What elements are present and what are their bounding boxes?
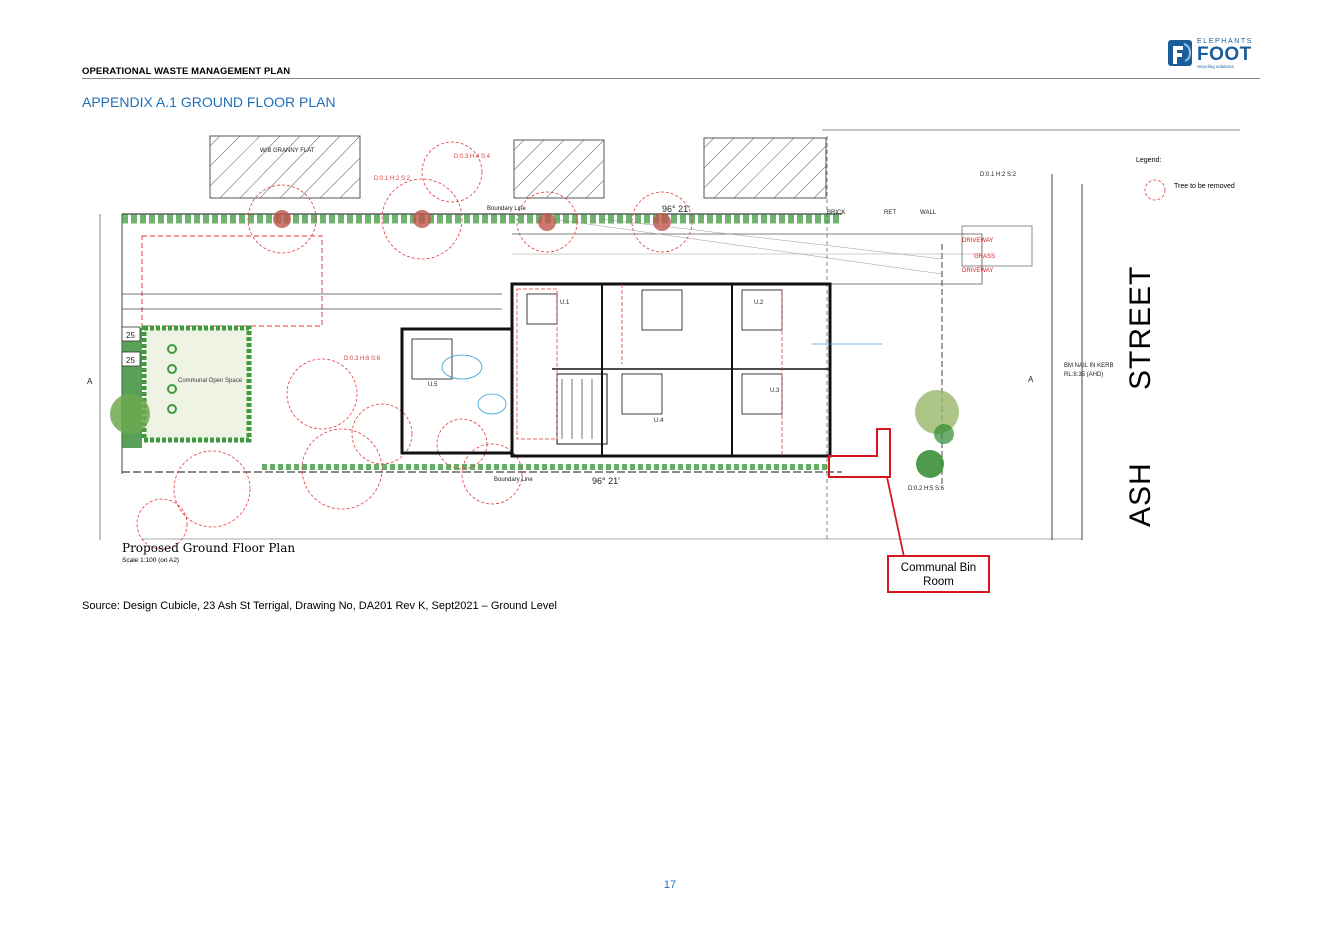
label-u3: U.3 <box>770 388 780 394</box>
plan-labels: W/B GRANNY FLAT Boundary Line Boundary L… <box>87 148 1113 492</box>
source-note: Source: Design Cubicle, 23 Ash St Terrig… <box>82 600 557 612</box>
label-grass: GRASS <box>974 254 995 260</box>
legend-title: Legend: <box>1136 157 1162 164</box>
driveway-area <box>122 218 1033 327</box>
callout-line-1: Communal Bin <box>900 562 977 574</box>
header-divider <box>82 78 1260 79</box>
label-25b: 25 <box>126 356 135 365</box>
communal-bin-room-callout: Communal Bin Room <box>887 555 990 593</box>
label-25a: 25 <box>126 331 135 340</box>
label-brick: BRICK <box>827 210 845 216</box>
label-u2: U.2 <box>754 300 764 306</box>
appendix-title: APPENDIX A.1 GROUND FLOOR PLAN <box>82 94 336 110</box>
legend-item-tree-removal: Tree to be removed <box>1174 183 1235 190</box>
legend-tree-removal-icon <box>1144 179 1166 201</box>
document-header-title: OPERATIONAL WASTE MANAGEMENT PLAN <box>82 66 291 77</box>
label-boundary-top: Boundary Line <box>487 206 526 212</box>
plan-caption: Proposed Ground Floor Plan <box>122 541 296 555</box>
elephants-foot-logo: ELEPHANTS FOOT recycling solutions <box>1167 38 1262 70</box>
communal-bin-room-outline <box>828 428 905 558</box>
site-boundary <box>99 136 1083 540</box>
label-u1: U.1 <box>560 300 570 306</box>
callout-line-2: Room <box>923 576 954 588</box>
label-open-space: Communal Open Space <box>178 378 243 384</box>
label-tree-d5: D:0.1 H:2 S:2 <box>980 172 1017 178</box>
label-tree-d4: D:0.2 H:5 S:6 <box>908 486 945 492</box>
label-granny-flat: W/B GRANNY FLAT <box>260 148 315 154</box>
label-u5: U.5 <box>428 382 438 388</box>
label-bearing-top: 96° 21' <box>662 204 690 214</box>
logo-text-top: ELEPHANTS <box>1197 38 1254 45</box>
ground-floor-plan-drawing: W/B GRANNY FLAT Boundary Line Boundary L… <box>87 129 1240 558</box>
label-tree-d1: D:0.3 H:4 S:4 <box>454 154 491 160</box>
street-name-street: STREET <box>1124 265 1157 390</box>
street-name-ash: ASH <box>1124 462 1157 527</box>
elephant-logo-icon <box>1168 40 1192 66</box>
logo-text-main: FOOT <box>1197 44 1252 65</box>
building-outline <box>400 282 832 458</box>
label-u4: U.4 <box>654 418 664 424</box>
label-bearing-1: 96° 21' <box>592 476 620 486</box>
label-tree-d3: D:0.3 H:6 S:6 <box>344 356 381 362</box>
tree-removal-markers <box>273 210 671 231</box>
label-bm: BM NAIL IN KERB <box>1064 363 1113 369</box>
retained-trees <box>110 390 959 478</box>
plan-scale: Scale 1:100 (on A2) <box>122 557 180 564</box>
label-wall: WALL <box>920 210 937 216</box>
label-ret: RET <box>884 210 896 216</box>
label-driveway-2: DRIVEWAY <box>962 268 993 274</box>
red-overlay <box>516 284 783 454</box>
label-driveway-1: DRIVEWAY <box>962 238 993 244</box>
label-boundary-bottom: Boundary Line <box>494 477 533 483</box>
label-section-a-left: A <box>87 377 93 386</box>
page-number: 17 <box>663 879 677 891</box>
label-tree-d2: D:0.1 H:2 S:2 <box>374 176 411 182</box>
trees-to-be-removed <box>136 141 693 550</box>
label-rl: RL:8.35 (AHD) <box>1064 372 1103 378</box>
services-lines <box>441 343 882 415</box>
label-section-a-right: A <box>1028 375 1034 384</box>
logo-tagline: recycling solutions <box>1197 64 1234 69</box>
granny-flat-hatch <box>209 135 827 199</box>
